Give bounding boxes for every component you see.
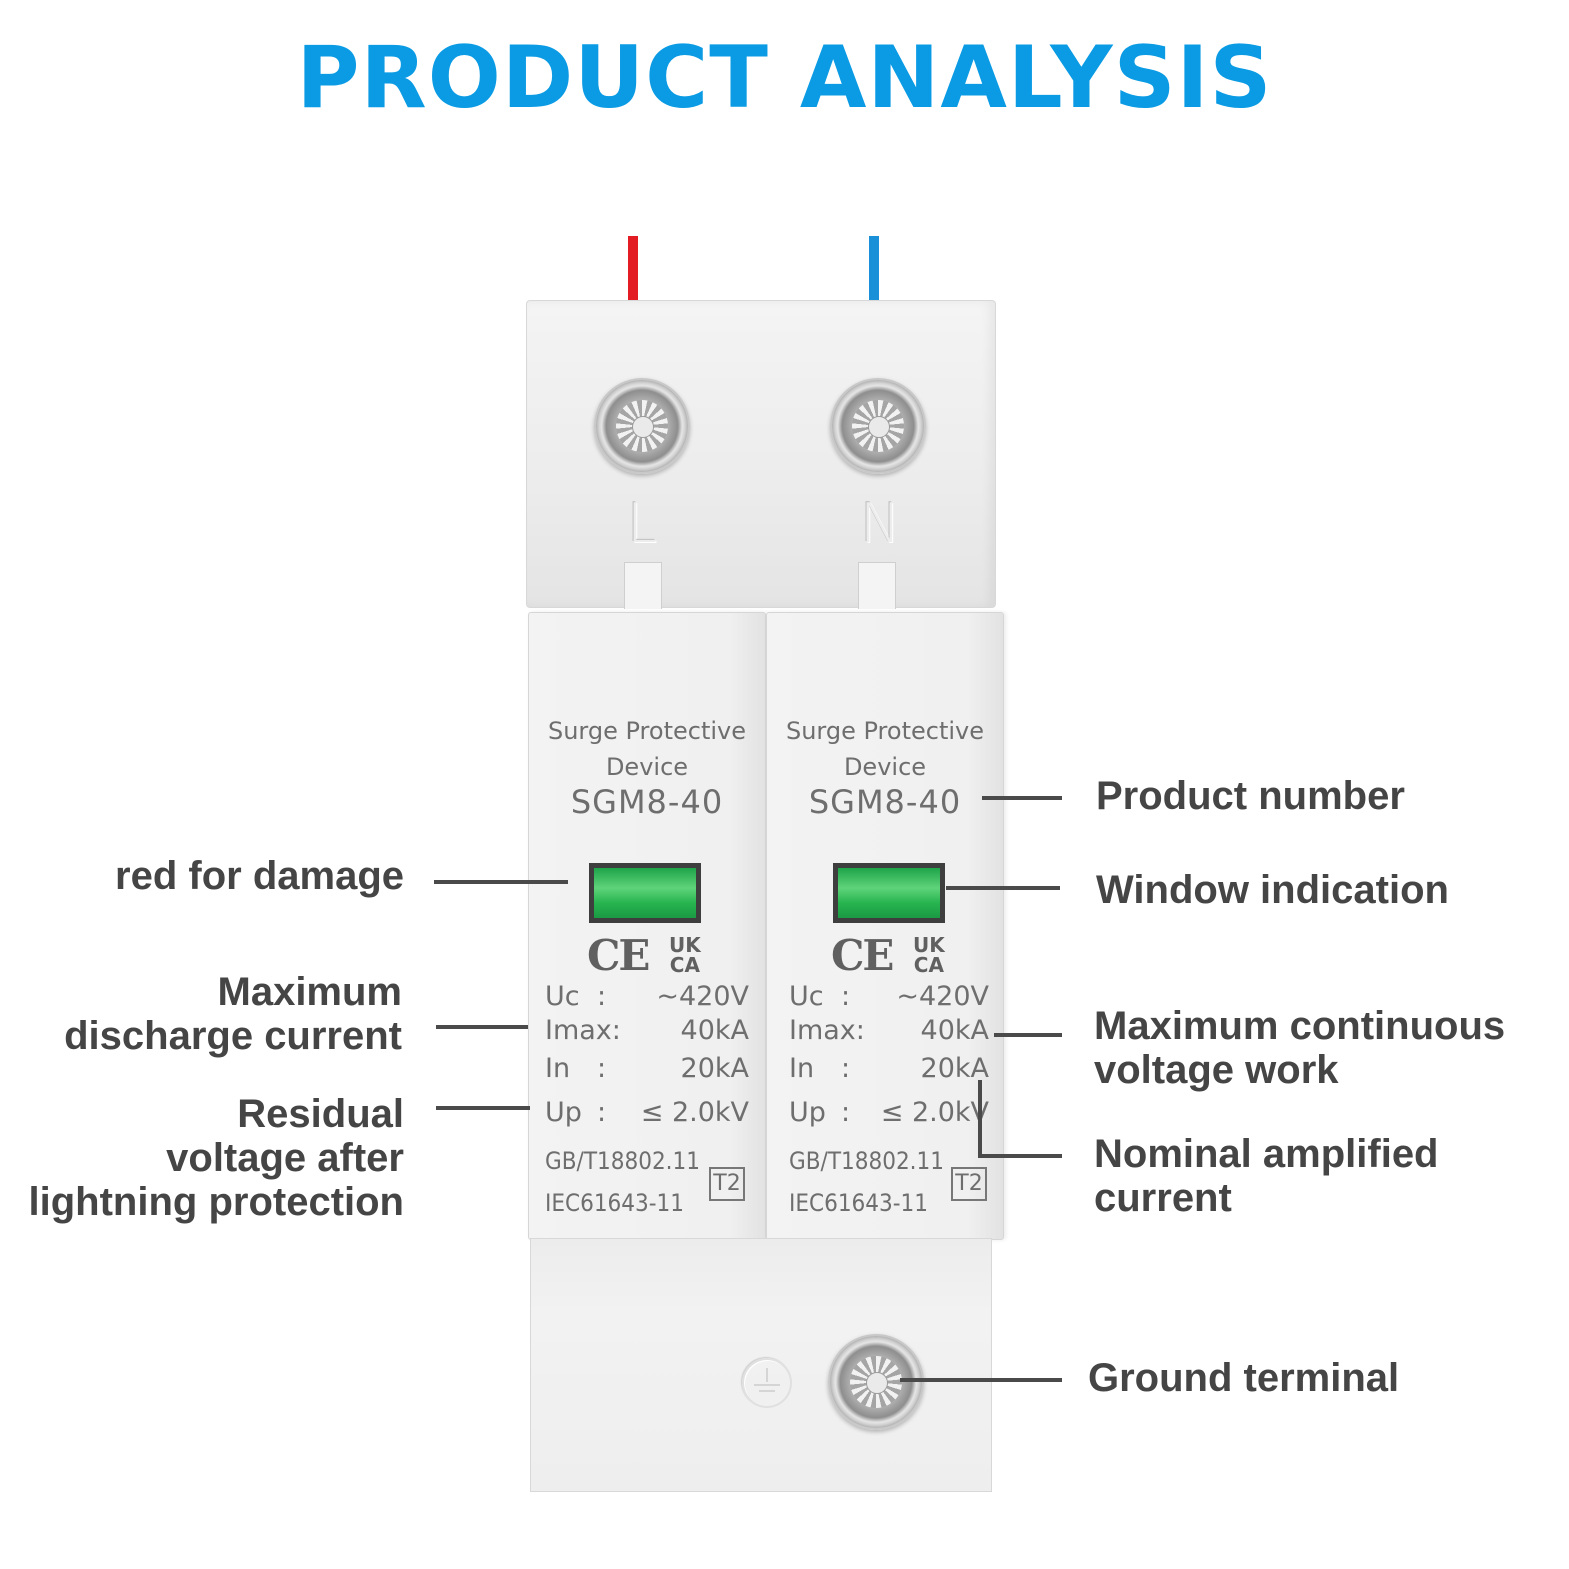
spec-key: Uc [789, 981, 824, 1012]
leader-line-red-for-damage [434, 880, 568, 884]
indicator-window [833, 863, 945, 923]
spec-key: In [545, 1053, 571, 1084]
spec-key: Up [545, 1097, 582, 1128]
ukca-mark-icon: UK CA [669, 933, 701, 977]
ground-symbol-icon [742, 1358, 792, 1408]
model-number: SGM8-40 [570, 783, 724, 821]
spec-value: ~420V [656, 981, 749, 1012]
spec-key: Uc [545, 981, 580, 1012]
device-name-line1: Surge Protective [785, 717, 984, 745]
spec-key: Imax: [545, 1015, 621, 1046]
spec-value: 20kA [680, 1053, 749, 1084]
spec-sep: : [841, 1053, 851, 1084]
standard-text: IEC61643-11 [545, 1189, 685, 1217]
spec-sep: : [841, 1097, 851, 1128]
standard-text: GB/T18802.11 [545, 1147, 701, 1175]
leader-line-max-continuous [994, 1033, 1062, 1037]
device-name-line2: Device [843, 753, 927, 781]
ground-screw-icon [828, 1334, 924, 1430]
spec-value: 40kA [920, 1015, 989, 1046]
standard-text: IEC61643-11 [789, 1189, 929, 1217]
spec-key: Imax: [789, 1015, 865, 1046]
terminal-label-n: N [860, 492, 901, 555]
callout-residual-voltage: Residual voltage after lightning protect… [28, 1092, 405, 1224]
top-terminal-block [526, 300, 996, 608]
spec-sep: : [597, 981, 607, 1012]
terminal-label-l: L [626, 492, 658, 555]
class-badge: T2 [951, 1167, 987, 1201]
ukca-mark-icon: UK CA [913, 933, 945, 977]
leader-line-ground-terminal [900, 1378, 1062, 1382]
callout-ground-terminal: Ground terminal [1088, 1356, 1400, 1400]
spec-key: In [789, 1053, 815, 1084]
leader-line-max-discharge [436, 1025, 528, 1029]
spec-sep: : [597, 1053, 607, 1084]
spec-sep: : [841, 981, 851, 1012]
indicator-green [838, 868, 940, 918]
spec-value: ~420V [896, 981, 989, 1012]
callout-product-number: Product number [1096, 774, 1405, 818]
ce-mark-icon: CE [587, 931, 650, 980]
callout-nominal-current: Nominal amplified current [1094, 1132, 1439, 1220]
callout-window-indication: Window indication [1096, 868, 1449, 912]
indicator-green [594, 868, 696, 918]
module-tab [624, 562, 662, 609]
model-number: SGM8-40 [808, 783, 962, 821]
spec-value: ≤ 2.0kV [880, 1097, 989, 1128]
spec-value: ≤ 2.0kV [640, 1097, 749, 1128]
device-name-line1: Surge Protective [547, 717, 746, 745]
module-left: Surge Protective Device SGM8-40 CE UK CA… [528, 612, 766, 1240]
page-title: PRODUCT ANALYSIS [296, 28, 1273, 128]
screw-n-icon [830, 378, 926, 474]
standard-text: GB/T18802.11 [789, 1147, 945, 1175]
leader-line-product-number [982, 796, 1062, 800]
spec-value: 20kA [920, 1053, 989, 1084]
callout-max-discharge: Maximum discharge current [64, 970, 402, 1058]
device-name-line2: Device [605, 753, 689, 781]
callout-max-continuous: Maximum continuous voltage work [1094, 1004, 1506, 1092]
leader-line-residual [436, 1106, 530, 1110]
leader-line-nominal-horizontal [978, 1154, 1062, 1158]
module-right: Surge Protective Device SGM8-40 CE UK CA… [766, 612, 1004, 1240]
spec-key: Up [789, 1097, 826, 1128]
screw-l-icon [594, 378, 690, 474]
leader-line-window-indication [946, 886, 1060, 890]
spec-sep: : [597, 1097, 607, 1128]
spec-value: 40kA [680, 1015, 749, 1046]
leader-line-nominal-vertical [978, 1080, 982, 1158]
module-tab [858, 562, 896, 609]
ce-mark-icon: CE [831, 931, 894, 980]
class-badge: T2 [709, 1167, 745, 1201]
callout-red-for-damage: red for damage [115, 854, 404, 898]
indicator-window [589, 863, 701, 923]
